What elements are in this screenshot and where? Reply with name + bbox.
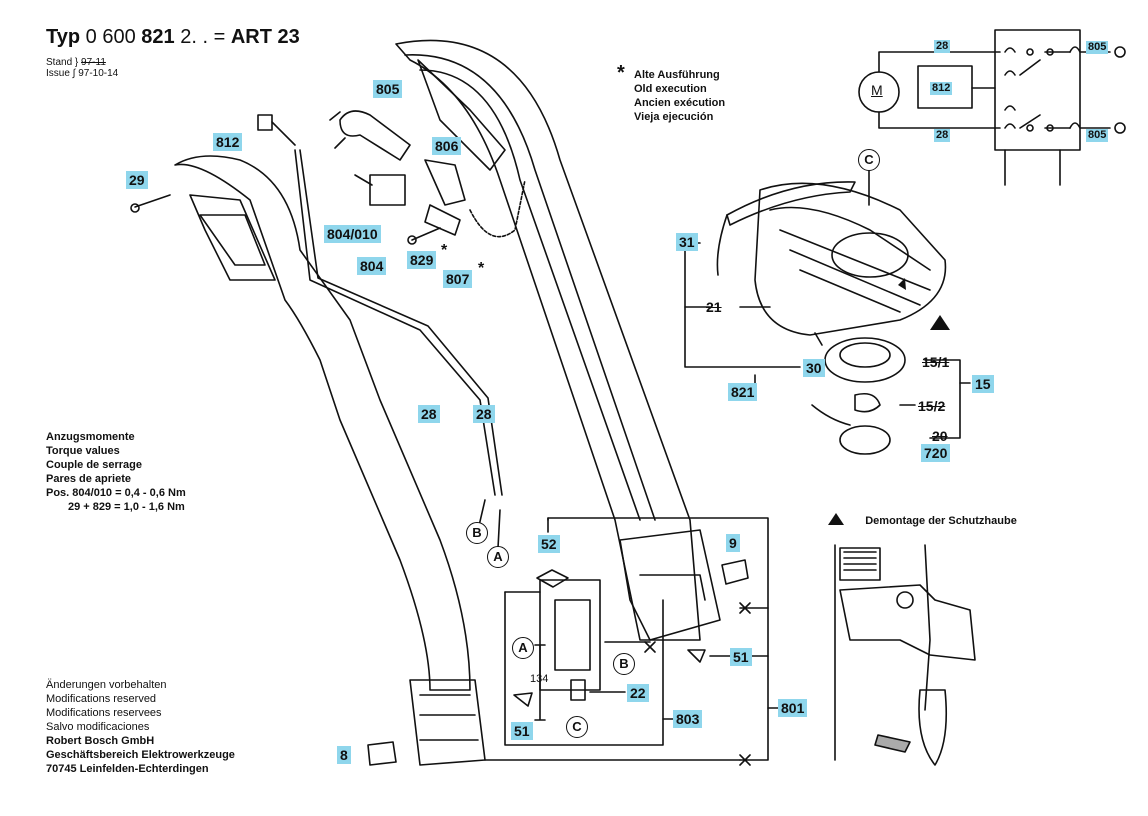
part-label-22: 22: [627, 684, 649, 702]
part-label-8: 8: [337, 746, 351, 764]
part-label-15-1: 15/1: [922, 354, 950, 370]
part-label-30: 30: [803, 359, 825, 377]
old-execution-star: *: [441, 242, 448, 259]
part-label-821: 821: [728, 383, 758, 401]
part-label-51: 51: [511, 722, 533, 740]
wiring-label-812: 812: [930, 82, 953, 95]
part-label-805: 805: [373, 80, 403, 98]
reference-circle-c: C: [566, 716, 588, 738]
part-label-20: 20: [932, 428, 948, 444]
stand-issue-block: Stand } 97-11 Issue ∫ 97-10-14: [46, 57, 119, 79]
wiring-label-28-bottom: 28: [934, 129, 951, 142]
part-label-51: 51: [730, 648, 752, 666]
part-label-801: 801: [778, 699, 808, 717]
reference-circle-c: C: [858, 149, 880, 171]
reference-circle-a: A: [512, 637, 534, 659]
part-label-812: 812: [213, 133, 243, 151]
part-label-29: 29: [126, 171, 148, 189]
part-label-804: 804: [357, 257, 387, 275]
guard-hood: [754, 182, 947, 336]
part-label-806: 806: [432, 137, 462, 155]
wiring-label-28-top: 28: [934, 40, 951, 53]
part-label-15: 15: [972, 375, 994, 393]
part-label-15-2: 15/2: [918, 398, 946, 414]
part-label-807: 807: [443, 270, 473, 288]
page-title: Typ 0 600 821 2. . = ART 23: [46, 26, 300, 48]
part-label-803: 803: [673, 710, 703, 728]
legend-star: *: [617, 62, 625, 84]
part-label-28: 28: [473, 405, 495, 423]
part-label-21: 21: [706, 299, 722, 315]
part-label-9: 9: [726, 534, 740, 552]
reference-circle-a: A: [487, 546, 509, 568]
torque-values: Anzugsmomente Torque values Couple de se…: [46, 431, 186, 513]
loop-handle: [174, 155, 471, 691]
part-label-804-010: 804/010: [324, 225, 381, 243]
plug-805: [339, 110, 411, 161]
motor-symbol: M: [871, 82, 883, 98]
wiring-label-805-bottom: 805: [1086, 129, 1109, 142]
old-execution-star: *: [478, 260, 485, 277]
part-label-31: 31: [676, 233, 698, 251]
part-label-52: 52: [538, 535, 560, 553]
dimension-134: 134: [530, 673, 549, 685]
demontage-caption: ▲ Demontage der Schutzhaube: [865, 515, 1017, 527]
footer-notes: Änderungen vorbehalten Modifications res…: [46, 679, 235, 775]
legend-old-execution: Alte Ausführung Old execution Ancien exé…: [634, 69, 726, 123]
reference-circle-b: B: [466, 522, 488, 544]
reference-circle-b: B: [613, 653, 635, 675]
part-label-720: 720: [921, 444, 951, 462]
wiring-label-805-top: 805: [1086, 41, 1109, 54]
part-label-28: 28: [418, 405, 440, 423]
part-label-829: 829: [407, 251, 437, 269]
